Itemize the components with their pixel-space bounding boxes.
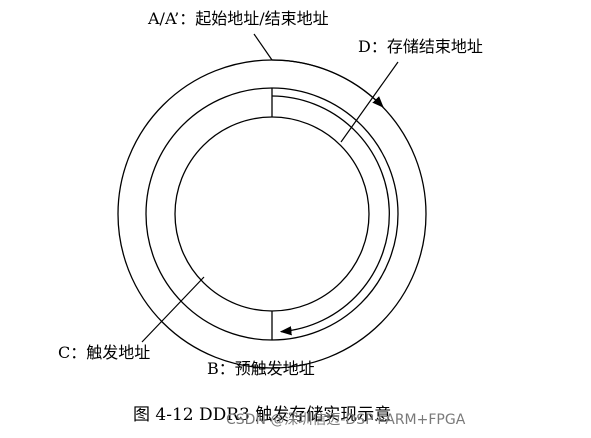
label-storage-end-address: D：存储结束地址 xyxy=(358,37,483,56)
end-address-leader xyxy=(340,61,399,143)
start-address-leader xyxy=(253,33,273,61)
trigger-address-leader xyxy=(141,276,205,343)
figure-caption: 图 4-12 DDR3 触发存储实现示意 xyxy=(133,405,391,425)
inner-ring xyxy=(174,116,370,312)
storage-direction-arc xyxy=(271,95,390,336)
outer-direction-arc xyxy=(271,59,384,108)
label-trigger-address: C：触发地址 xyxy=(58,343,150,362)
watermark-text: CSDN @深圳信迈-DSP+ARM+FPGA xyxy=(226,412,466,428)
label-pretrigger-address: B：预触发地址 xyxy=(207,359,315,378)
middle-ring xyxy=(145,87,399,341)
label-start-end-address: A/A’：起始地址/结束地址 xyxy=(147,9,329,28)
